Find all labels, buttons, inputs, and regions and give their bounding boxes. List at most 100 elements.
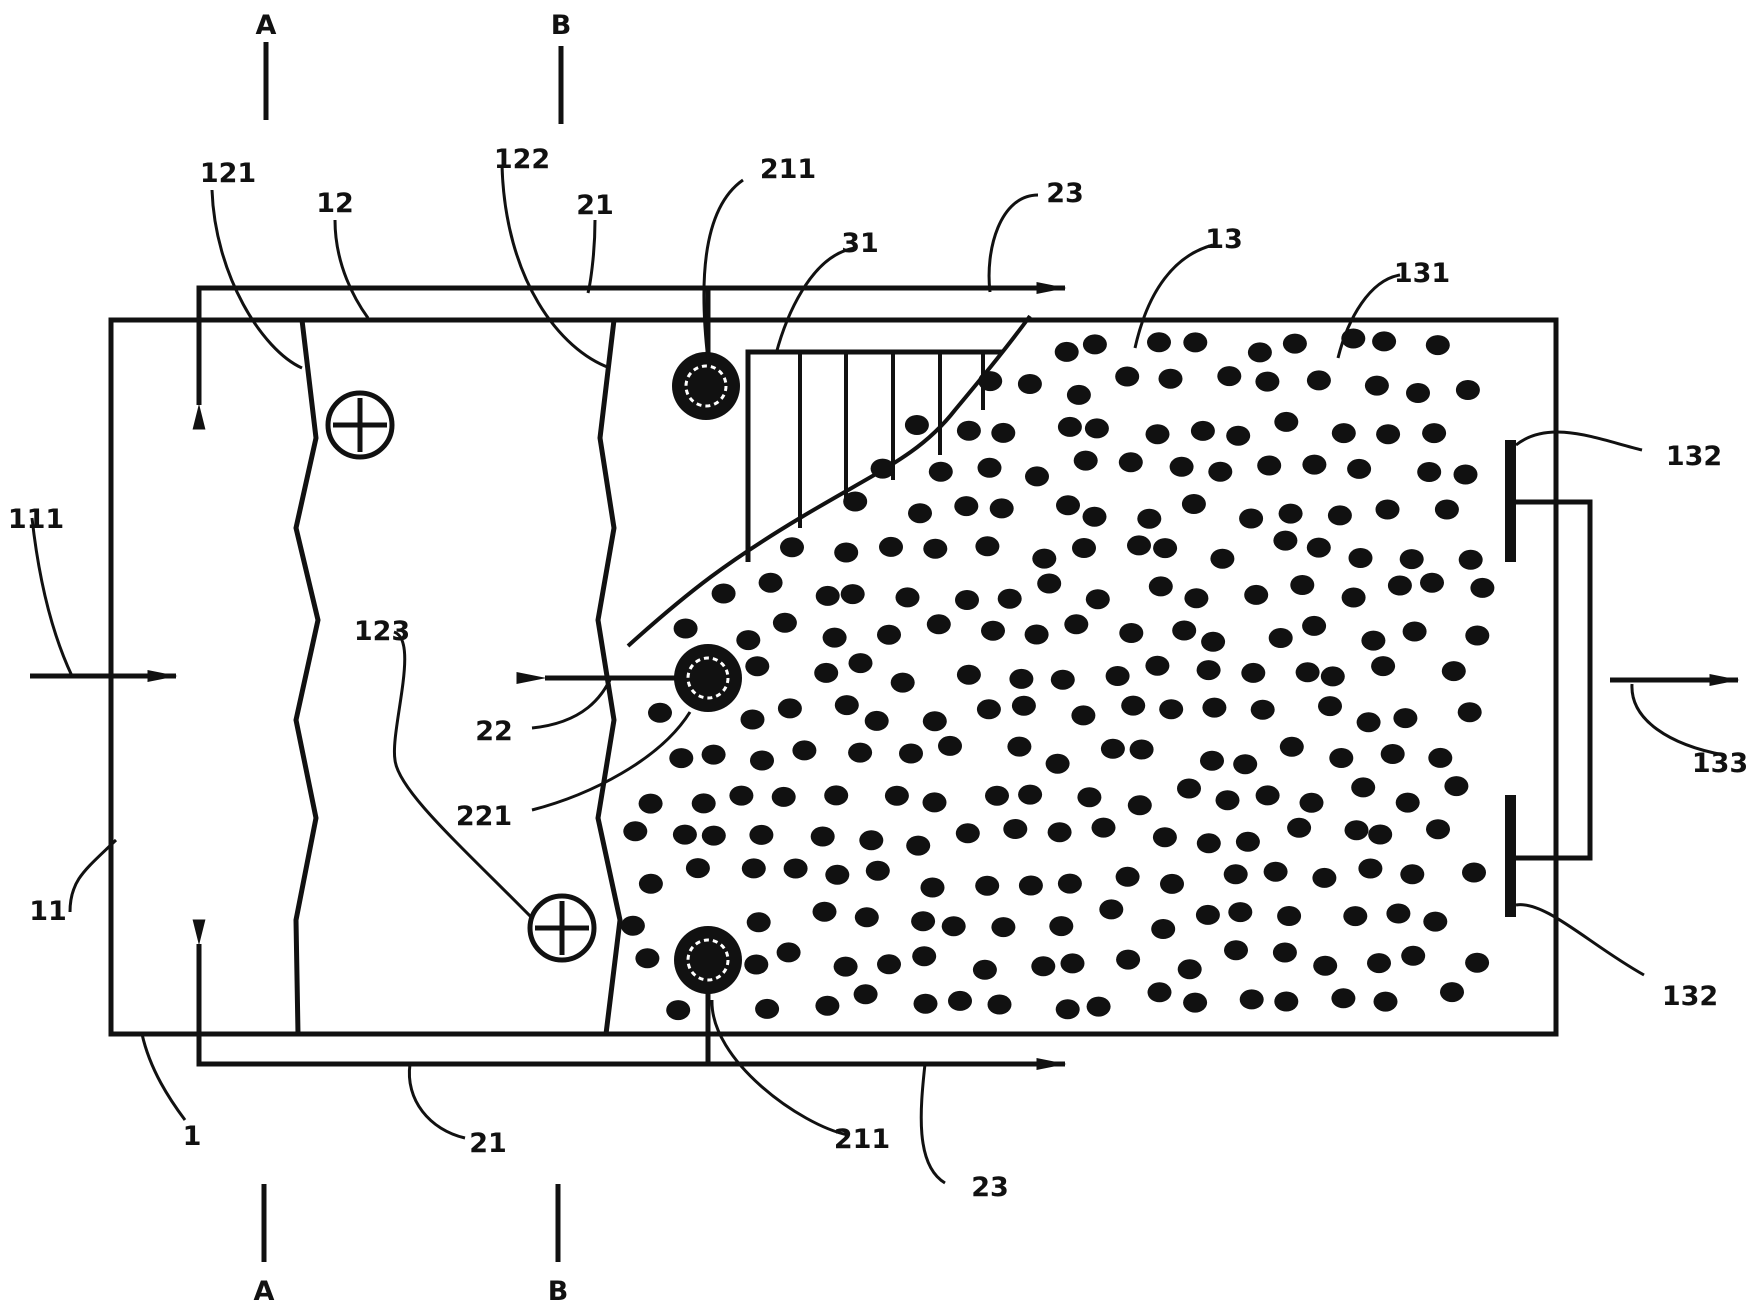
particle-dot [772,612,797,633]
particle-dot [1347,458,1372,479]
label-section-b-top: B [551,10,572,41]
particle-dot [1371,656,1396,677]
particle-dot [1313,955,1338,976]
particle-dot [1290,575,1315,595]
particle-dot [954,496,979,517]
particle-dot [1190,420,1215,441]
particle-dot [840,584,865,605]
label-132-top: 132 [1666,441,1722,472]
particle-dot [853,984,878,1005]
particle-dot [1263,861,1288,882]
particle-dot [911,911,936,932]
particle-dot [822,627,847,648]
particle-dot [1273,530,1298,551]
particle-dot [1465,625,1490,646]
particle-dot [701,744,726,765]
label-section-b-bottom: B [548,1276,569,1307]
particle-dot [673,618,698,639]
particle-dot [1274,991,1299,1012]
particle-dot [854,907,879,928]
particle-dot [1444,776,1469,797]
particle-dot [1295,662,1320,683]
particle-dot [1348,548,1373,568]
particle-dot [941,916,966,937]
pipes [30,282,1740,1070]
particle-dot [1417,462,1442,482]
particle-dot [672,824,697,845]
particle-dot [923,538,948,559]
label-221: 221 [456,801,512,832]
particle-dot [729,785,754,806]
particle-dot [859,830,884,851]
particle-dot [814,662,839,683]
particle-dot [1183,332,1208,353]
particle-dot [928,461,953,482]
particle-dot [1055,999,1080,1020]
particle-dot [1393,708,1418,729]
particle-dot [1224,940,1248,961]
particle-dot [1402,621,1427,642]
particle-dot [623,821,648,842]
particle-dot [1343,906,1368,927]
particle-dot [1177,778,1201,799]
particle-dot [955,823,980,844]
particle-dot [1462,862,1486,883]
particle-dot [1425,335,1450,356]
particle-dot [1361,630,1386,651]
particle-dot [1358,858,1383,879]
particle-dot [1071,705,1096,726]
particle-dot [956,420,981,441]
label-1: 1 [183,1121,202,1152]
particle-dot [1118,452,1143,473]
particle-dot [1426,819,1450,840]
particle-dot [1196,833,1221,854]
label-section-a-bottom: A [254,1276,275,1307]
particle-dot [865,860,890,881]
particle-dot [1195,904,1220,925]
particle-dot [1420,572,1444,593]
particle-dot [1395,792,1420,813]
particle-dot [972,959,997,980]
particle-dot [1327,505,1352,526]
particle-dot [1312,867,1337,888]
particle-dot [1184,588,1209,609]
particle-dot [1066,384,1091,405]
particle-dot [1233,754,1258,775]
particle-dot [976,699,1001,720]
particle-dot [1364,375,1389,396]
label-12: 12 [316,188,354,219]
particle-dot [1060,953,1085,974]
particle-dot [1153,538,1178,559]
particle-dot [1064,614,1089,635]
particle-dot [1202,697,1227,718]
particle-dot [1047,822,1072,843]
particle-dot [1331,423,1356,444]
particle-dot [987,994,1012,1015]
particle-dot [1351,777,1376,798]
particle-dot [1115,866,1140,887]
particle-dot [833,956,858,977]
particle-dot [1386,903,1411,924]
particle-dot [948,990,972,1011]
particle-dot [991,422,1016,443]
particle-dot [1032,548,1057,569]
particle-dot [877,624,901,645]
particle-dot [1401,945,1426,966]
particle-dot [815,585,840,606]
particle-dot [1073,450,1098,471]
particle-dot [1045,753,1070,774]
particle-dot [1465,952,1490,973]
particle-dot [1376,424,1401,445]
particle-dot [1025,466,1049,487]
particle-dot [1380,744,1405,764]
particle-dot [1217,366,1242,387]
nozzle-221 [674,644,742,712]
particle-dot [1277,906,1302,926]
leader-lines [30,164,1725,1185]
particle-dot [1302,615,1327,636]
particle-dot [985,785,1009,806]
particle-dot [1181,494,1206,514]
particle-dot [991,917,1016,938]
particle-dot [1011,695,1036,716]
particle-dot [1116,949,1141,970]
